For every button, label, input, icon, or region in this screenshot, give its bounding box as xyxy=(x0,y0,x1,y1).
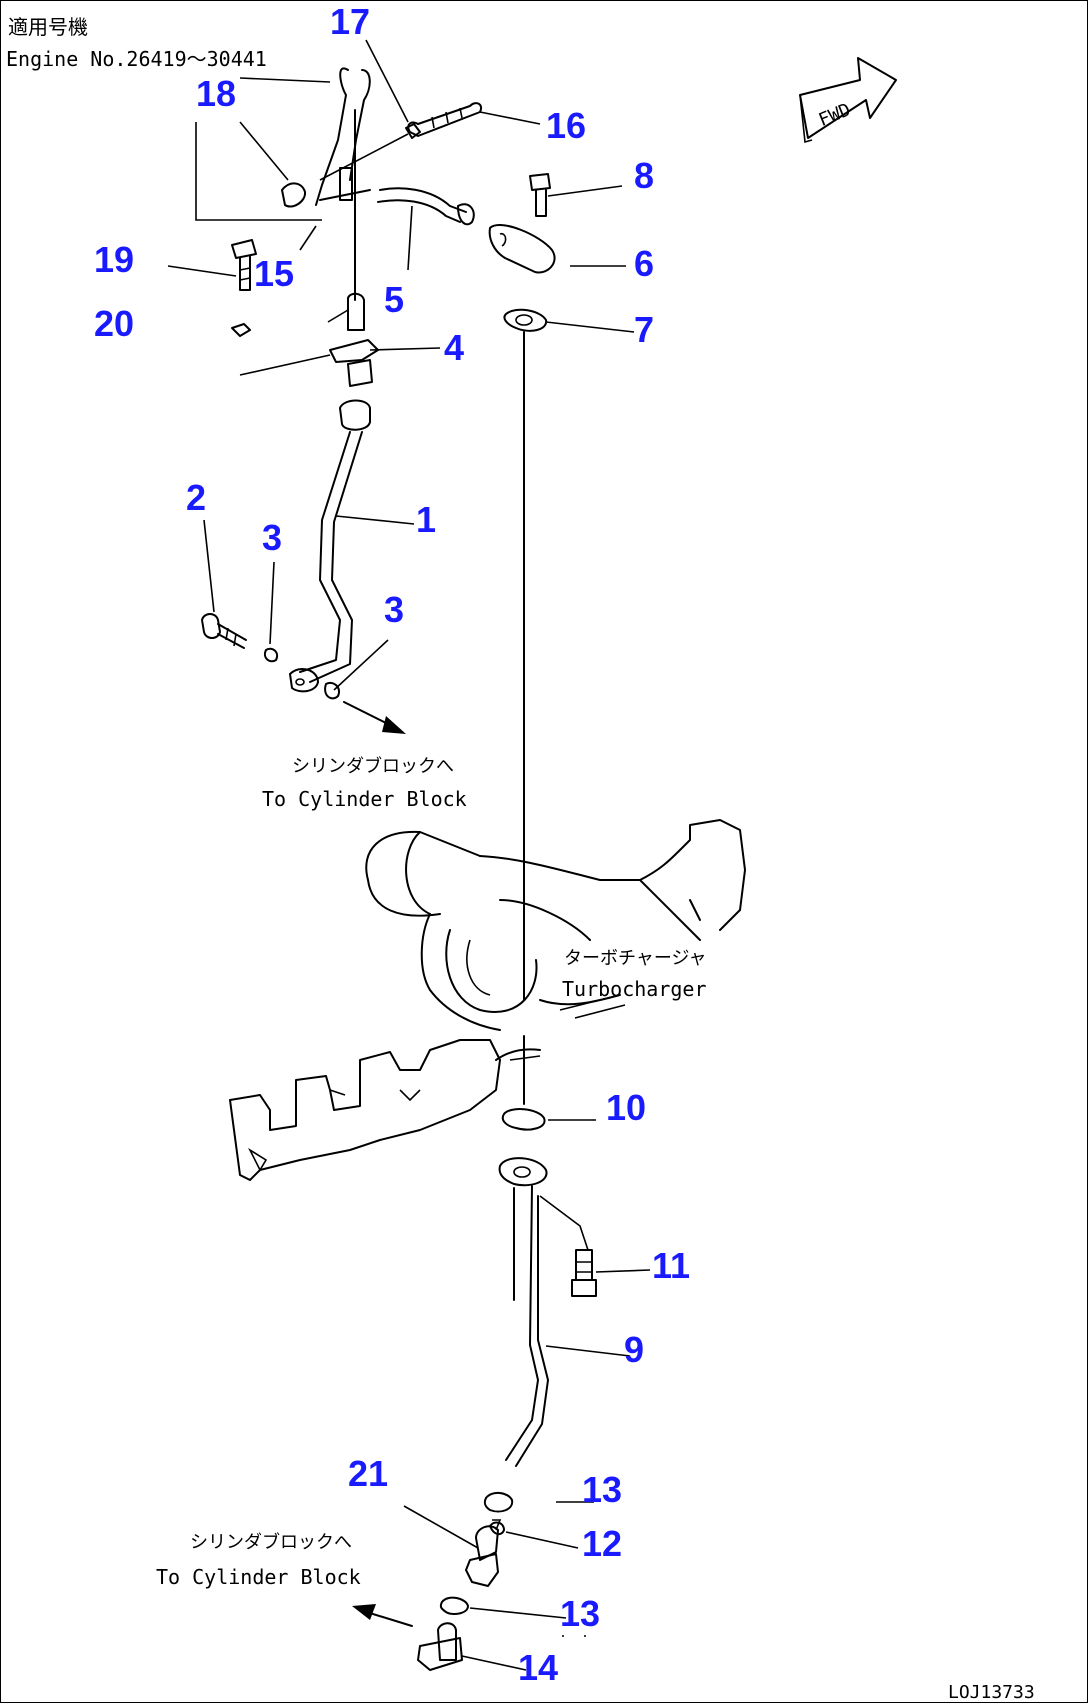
callout-14: 14 xyxy=(518,1647,558,1688)
callout-16: 16 xyxy=(546,105,586,146)
callout-8: 8 xyxy=(634,155,654,196)
callout-3: 3 xyxy=(384,589,404,630)
callout-10: 10 xyxy=(606,1087,646,1128)
callout-18: 18 xyxy=(196,73,236,114)
cylinder-block-label-en-2: To Cylinder Block xyxy=(156,1565,361,1589)
turbocharger-label-en: Turbocharger xyxy=(562,977,707,1001)
turbocharger-label-jp: ターボチャージャ xyxy=(564,948,707,969)
callout-19: 19 xyxy=(94,239,134,280)
engine-number-range: Engine No.26419～30441 xyxy=(6,47,267,71)
callout-1: 1 xyxy=(416,499,436,540)
callout-5: 5 xyxy=(384,279,404,320)
callout-13: 13 xyxy=(582,1469,622,1510)
callout-6: 6 xyxy=(634,243,654,284)
callout-2: 2 xyxy=(186,477,206,518)
callout-17: 17 xyxy=(330,1,370,42)
callout-21: 21 xyxy=(348,1453,388,1494)
turbocharger-illustration xyxy=(229,819,746,1181)
callout-11: 11 xyxy=(652,1245,690,1286)
callout-12: 12 xyxy=(582,1523,622,1564)
callout-20: 20 xyxy=(94,303,134,344)
callout-9: 9 xyxy=(624,1329,644,1370)
callout-13: 13 xyxy=(560,1593,600,1634)
callout-3: 3 xyxy=(262,517,282,558)
drawing-code: LOJ13733 xyxy=(948,1682,1035,1703)
fwd-label: FWD xyxy=(816,99,854,131)
cylinder-block-label-jp-1: シリンダブロックへ xyxy=(292,755,454,777)
applicability-label: 適用号機 xyxy=(8,15,88,39)
fwd-arrow-icon xyxy=(799,57,897,144)
callout-15: 15 xyxy=(254,253,294,294)
upper-hose-assembly xyxy=(201,67,556,936)
callout-7: 7 xyxy=(634,309,654,350)
lower-drain-assembly xyxy=(352,1108,651,1671)
cylinder-block-label-jp-2: シリンダブロックへ xyxy=(190,1531,352,1553)
cylinder-block-label-en-1: To Cylinder Block xyxy=(262,787,467,811)
leader-lines xyxy=(167,39,635,691)
callout-4: 4 xyxy=(444,327,464,368)
